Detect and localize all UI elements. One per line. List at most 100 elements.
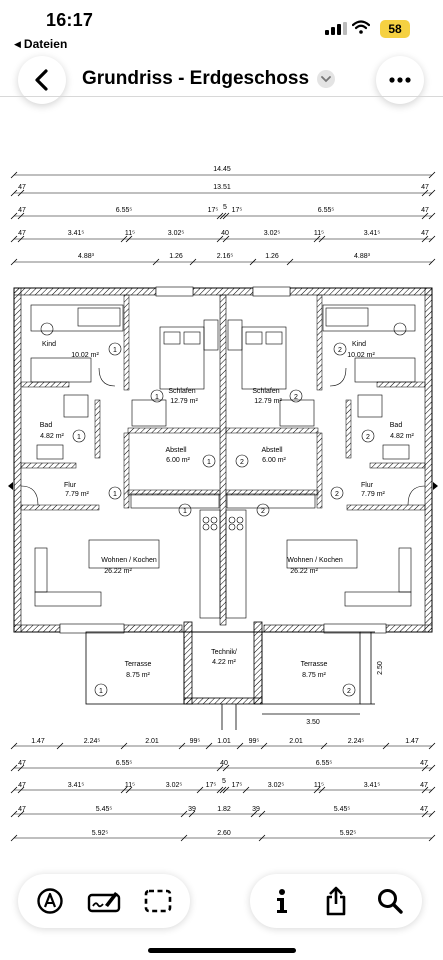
dimension-tick — [10, 189, 18, 197]
info-button[interactable] — [258, 877, 306, 925]
document-title: Grundriss - Erdgeschoss — [82, 68, 310, 89]
dim-label: 47 — [18, 806, 26, 813]
furniture — [20, 304, 426, 619]
dimension-tick — [222, 764, 230, 772]
dim-label: 40 — [221, 230, 229, 237]
unit-mark: 2 — [240, 459, 244, 466]
dimension-tick — [428, 171, 436, 179]
room-name: Flur — [361, 482, 374, 489]
signature-button[interactable] — [80, 877, 128, 925]
select-area-button[interactable] — [134, 877, 182, 925]
dim-technik-width: 3.50 — [306, 719, 320, 726]
dimension-tick — [216, 786, 224, 794]
floor-plan-drawing[interactable]: 14.45 47 13.51 47 47 6.55⁵ 17⁵ 5 17⁵ 6.5… — [0, 160, 443, 850]
dimension-tick — [421, 189, 429, 197]
room-name: Flur — [64, 482, 77, 489]
dimension-tick — [10, 742, 18, 750]
dimension-tick — [250, 810, 258, 818]
room-name: Kind — [42, 341, 56, 348]
dim-label: 47 — [420, 760, 428, 767]
dimension-tick — [258, 810, 266, 818]
search-button[interactable] — [366, 877, 414, 925]
interior-walls — [20, 294, 426, 511]
home-indicator — [148, 948, 296, 953]
dimension-tick — [421, 810, 429, 818]
chevron-left-icon — [35, 69, 48, 91]
dim-label: 5.92⁵ — [340, 830, 357, 837]
room-name: Bad — [40, 422, 53, 429]
dim-label: 4.88³ — [78, 253, 95, 260]
markup-button[interactable] — [26, 877, 74, 925]
dimension-tick — [320, 742, 328, 750]
document-tool-group — [250, 874, 422, 928]
unit-mark: 2 — [366, 434, 370, 441]
dimension-tick — [258, 834, 266, 842]
room-name: Wohnen / Kochen — [101, 557, 157, 564]
dim-label: 1.47 — [31, 738, 45, 745]
room-area: 10.02 m² — [347, 352, 375, 359]
status-bar: 16:17 58 — [0, 0, 443, 38]
room-area: 12.79 m² — [170, 398, 198, 405]
dim-bottom-row-4: 47 5.45⁵ 39 1.82 39 5.45⁵ 47 — [18, 806, 428, 813]
wifi-icon — [352, 20, 370, 34]
status-time: 16:17 — [46, 10, 94, 30]
dimension-lines-top — [14, 174, 432, 263]
dimension-tick — [180, 834, 188, 842]
dimension-tick — [17, 212, 25, 220]
dimension-tick — [10, 810, 18, 818]
unit-mark: 2 — [347, 688, 351, 695]
dim-terrace-depth: 2.50 — [377, 661, 384, 675]
dimension-tick — [216, 212, 224, 220]
room-name: Technik/ — [211, 649, 237, 656]
dimension-tick — [260, 742, 268, 750]
dimension-tick — [189, 258, 197, 266]
room-labels: Kind 10.02 m² Schlafen 12.79 m² Schlafen… — [40, 341, 415, 726]
unit-markers — [72, 342, 375, 697]
dimension-tick — [222, 786, 230, 794]
chevron-down-icon — [317, 70, 336, 88]
room-name: Terrasse — [301, 661, 328, 668]
battery-indicator: 58 — [380, 20, 410, 38]
dim-label: 2.60 — [217, 830, 231, 837]
unit-mark: 1 — [183, 508, 187, 515]
markup-tool-group — [18, 874, 190, 928]
share-button[interactable] — [312, 877, 360, 925]
dimension-tick — [17, 810, 25, 818]
dim-label: 47 — [18, 230, 26, 237]
dimension-tick — [421, 212, 429, 220]
dimension-tick — [17, 764, 25, 772]
dim-label: 47 — [420, 782, 428, 789]
room-name: Kind — [352, 341, 366, 348]
dimension-tick — [428, 235, 436, 243]
dim-label: 47 — [18, 207, 26, 214]
dimension-tick — [10, 171, 18, 179]
dimension-tick — [421, 786, 429, 794]
dim-bottom-row-3: 47 3.41⁵ 11⁵ 3.02⁵ 17⁵ 5 17⁵ 3.02⁵ 11⁵ 3… — [18, 778, 428, 789]
dim-label: 1.47 — [405, 738, 419, 745]
dim-label: 13.51 — [213, 184, 231, 191]
document-title-menu[interactable]: Grundriss - Erdgeschoss — [82, 68, 336, 90]
dimension-tick — [10, 834, 18, 842]
room-name: Schlafen — [168, 388, 195, 395]
dim-row-4: 47 3.41⁵ 11⁵ 3.02⁵ 40 3.02⁵ 11⁵ 3.41⁵ 47 — [18, 230, 429, 237]
dim-label: 11⁵ — [125, 782, 135, 789]
dimension-tick — [428, 810, 436, 818]
dimension-tick — [382, 742, 390, 750]
dimension-tick — [318, 235, 326, 243]
dimension-tick — [10, 764, 18, 772]
unit-mark: 2 — [335, 491, 339, 498]
back-to-app-link[interactable]: ◀ Dateien — [14, 37, 67, 51]
dim-bottom-row-1: 1.47 2.24⁵ 2.01 99⁵ 1.01 99⁵ 2.01 2.24⁵ … — [31, 738, 419, 745]
dim-label: 47 — [421, 230, 429, 237]
entrance-markers — [8, 482, 438, 490]
dim-bottom-row-5: 5.92⁵ 2.60 5.92⁵ — [92, 830, 357, 837]
room-area: 8.75 m² — [126, 672, 150, 679]
dimension-tick — [219, 786, 227, 794]
dim-bottom-row-2: 47 6.55⁵ 40 6.55⁵ 47 — [18, 760, 428, 767]
room-area: 6.00 m² — [262, 457, 286, 464]
dimension-tick — [152, 258, 160, 266]
back-triangle-icon: ◀ — [14, 38, 21, 49]
dimension-tick — [222, 212, 230, 220]
navigation-bar: Grundriss - Erdgeschoss — [0, 56, 443, 104]
dimension-tick — [120, 786, 128, 794]
